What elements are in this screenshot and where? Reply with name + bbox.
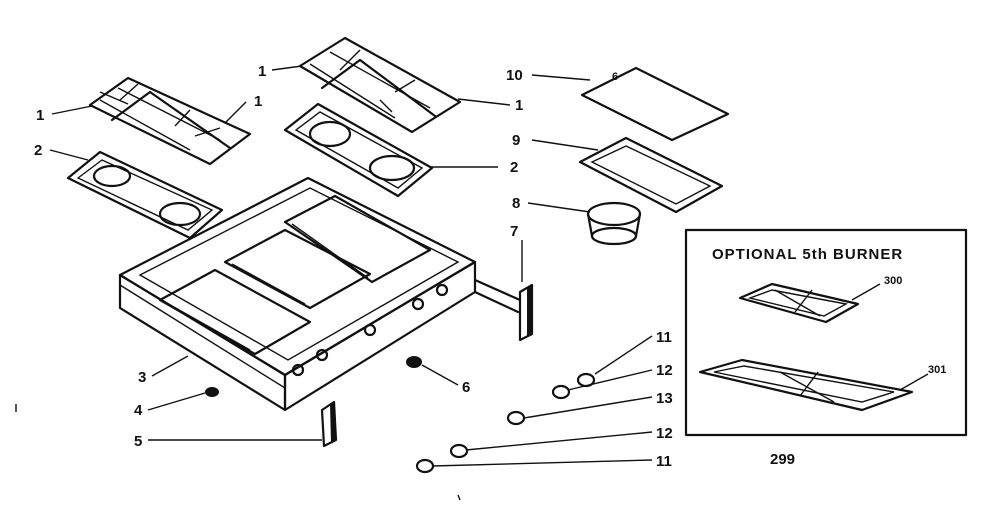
gasket-frame xyxy=(578,136,724,214)
label-2-right: 2 xyxy=(510,159,518,176)
burner-plate-left xyxy=(66,150,224,240)
label-5: 5 xyxy=(134,433,142,450)
burner-plate-301 xyxy=(698,358,914,412)
foot-part-4 xyxy=(205,387,219,397)
label-1-right: 1 xyxy=(515,97,523,114)
knob-part-6 xyxy=(406,356,422,368)
label-7: 7 xyxy=(510,223,518,240)
label-301: 301 xyxy=(928,364,946,376)
callout-labels: 1 1 1 1 2 2 3 4 5 6 7 8 9 10 6 11 12 13 … xyxy=(34,63,673,470)
diagram-number: 299 xyxy=(770,451,795,468)
leader-lines xyxy=(49,65,653,467)
burner-plate-right xyxy=(283,102,434,198)
label-13: 13 xyxy=(656,390,673,407)
knob-set xyxy=(415,372,596,474)
side-trim-left xyxy=(320,400,338,448)
label-11-top: 11 xyxy=(656,329,672,346)
label-12-top: 12 xyxy=(656,362,673,379)
label-12-bottom: 12 xyxy=(656,425,673,442)
label-300: 300 xyxy=(884,275,902,287)
inset-title: OPTIONAL 5th BURNER xyxy=(712,246,903,263)
label-8: 8 xyxy=(512,195,520,212)
cover-mark: 6 xyxy=(612,71,618,83)
label-3: 3 xyxy=(138,369,146,386)
cover-panel xyxy=(580,66,730,142)
label-11-bottom: 11 xyxy=(656,453,672,470)
grate-right-pair xyxy=(298,36,462,134)
label-1-top: 1 xyxy=(258,63,266,80)
cooktop-body xyxy=(118,176,522,412)
label-4: 4 xyxy=(134,402,143,419)
label-6: 6 xyxy=(462,379,470,396)
grate-left-pair xyxy=(88,76,252,166)
side-trim-right xyxy=(518,283,534,342)
label-1-center: 1 xyxy=(254,93,262,110)
burner-grate-300 xyxy=(738,282,860,324)
optional-burner-inset: OPTIONAL 5th BURNER 300 301 xyxy=(684,228,968,437)
ring-part-8 xyxy=(586,201,642,246)
label-1-left: 1 xyxy=(36,107,44,124)
label-10: 10 xyxy=(506,67,523,84)
label-9: 9 xyxy=(512,132,520,149)
label-2-left: 2 xyxy=(34,142,42,159)
